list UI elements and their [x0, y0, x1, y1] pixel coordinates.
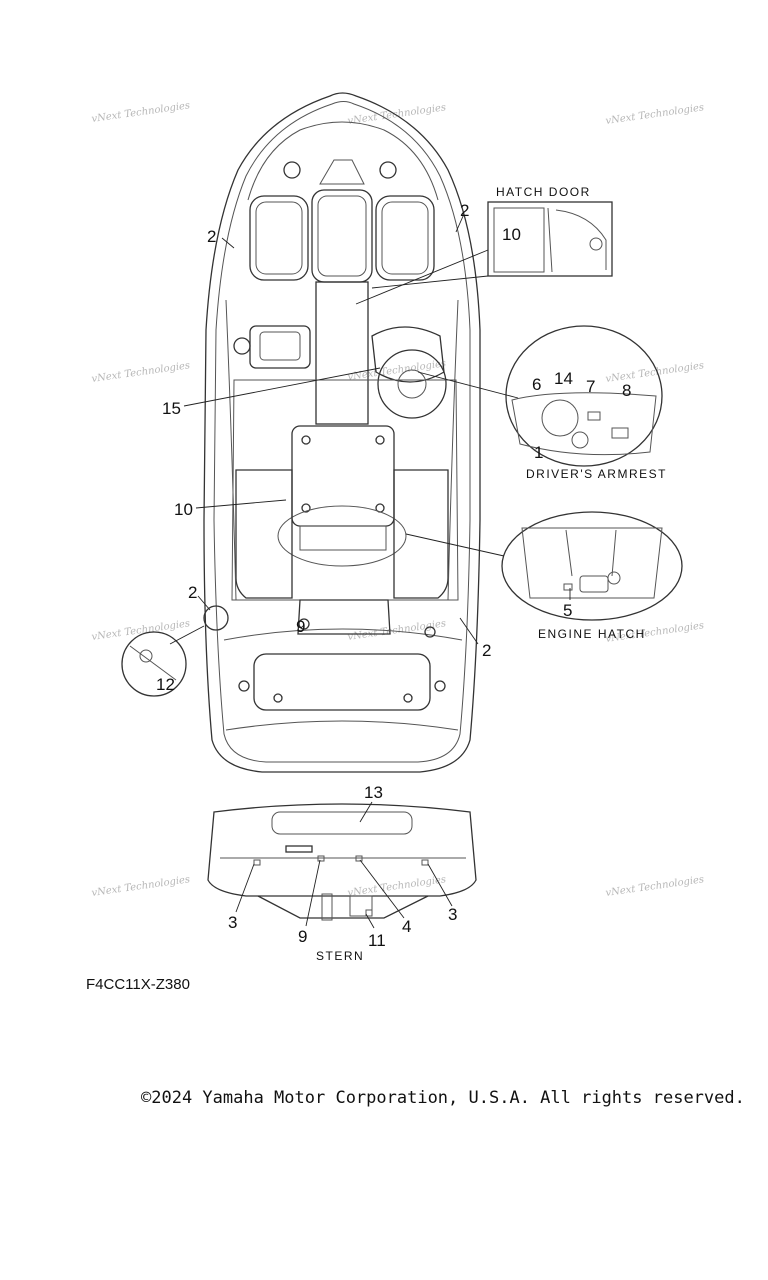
callout-number: 12 [156, 675, 175, 694]
rear-seat-right [393, 469, 449, 599]
watermark: vNext Technologies [91, 874, 191, 899]
callout-number: 10 [174, 500, 193, 519]
callout-number: 9 [298, 927, 307, 946]
callout-number: 3 [228, 913, 237, 932]
hull-inner [213, 101, 471, 763]
callout-number: 2 [482, 641, 491, 660]
callouts: 2 2 10 15 10 2 2 12 6 14 7 8 1 5 13 3 9 … [156, 201, 631, 950]
walkway [315, 281, 369, 425]
boat-top-view [203, 92, 481, 773]
engine-hatch-inset [501, 511, 683, 621]
bow-cushion-left [249, 195, 309, 281]
copyright-notice: ©2024 Yamaha Motor Corporation, U.S.A. A… [141, 1088, 745, 1108]
callout-number: 1 [534, 443, 543, 462]
callout-number: 4 [402, 917, 411, 936]
bow-cushion-right [375, 195, 435, 281]
watermark: vNext Technologies [347, 358, 447, 383]
callout-number: 2 [460, 201, 469, 220]
callout-number: 13 [364, 783, 383, 802]
caption-hatch-door: HATCH DOOR [496, 185, 591, 199]
watermark: vNext Technologies [347, 618, 447, 643]
detail-inset-12 [121, 605, 229, 697]
callout-number: 2 [188, 583, 197, 602]
captions: HATCH DOOR DRIVER'S ARMREST ENGINE HATCH… [316, 185, 667, 963]
callout-number: 7 [586, 377, 595, 396]
callout-number: 14 [554, 369, 573, 388]
watermark: vNext Technologies [347, 874, 447, 899]
callout-number: 6 [532, 375, 541, 394]
caption-engine-hatch: ENGINE HATCH [538, 627, 646, 641]
watermark: vNext Technologies [91, 618, 191, 643]
steering-wheel [377, 349, 447, 419]
callout-number: 3 [448, 905, 457, 924]
stern-view [207, 803, 477, 921]
bow-cushion-center [311, 189, 373, 283]
swim-platform [253, 653, 431, 711]
callout-number: 15 [162, 399, 181, 418]
rear-seat-left [235, 469, 293, 599]
callout-number: 9 [296, 617, 305, 636]
caption-drivers-armrest: DRIVER'S ARMREST [526, 467, 667, 481]
callout-number: 5 [563, 601, 572, 620]
stern-hull [207, 803, 477, 897]
watermark: vNext Technologies [605, 360, 705, 385]
caption-stern: STERN [316, 949, 364, 963]
gunwale [247, 121, 439, 201]
watermark: vNext Technologies [91, 360, 191, 385]
callout-number: 11 [368, 931, 386, 950]
callout-number: 2 [207, 227, 216, 246]
watermark: vNext Technologies [605, 874, 705, 899]
watermark: vNext Technologies [91, 100, 191, 125]
cockpit-floor [231, 379, 459, 601]
hull-outer [203, 92, 481, 773]
watermark: vNext Technologies [605, 102, 705, 127]
hatch-door-inset [487, 201, 613, 277]
callout-number: 8 [622, 381, 631, 400]
leader-lines [169, 213, 571, 929]
part-code: F4CC11X-Z380 [86, 976, 190, 993]
callout-number: 10 [502, 225, 521, 244]
drivers-armrest-inset [505, 325, 663, 467]
